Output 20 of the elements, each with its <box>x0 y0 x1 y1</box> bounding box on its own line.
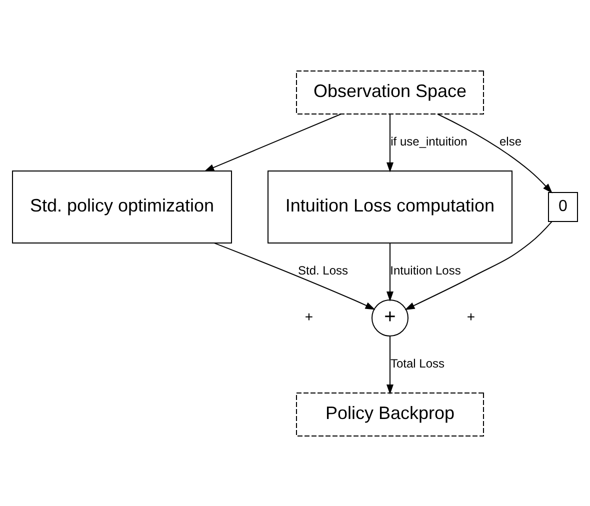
arrow <box>204 113 342 172</box>
edge-label: if use_intuition <box>390 134 468 148</box>
node-box: Observation Space <box>296 70 484 114</box>
node-box: Intuition Loss computation <box>268 170 512 243</box>
edge-label: else <box>499 134 522 148</box>
label: + <box>466 308 476 324</box>
label: + <box>304 308 314 324</box>
arrow <box>386 113 394 172</box>
arrow <box>386 242 394 301</box>
arrow <box>386 335 394 394</box>
edge-label: Total Loss <box>390 356 445 370</box>
arrow <box>214 242 376 310</box>
arrow <box>404 220 552 310</box>
edge-label: Intuition Loss <box>390 263 461 278</box>
node-box: Std. policy optimization <box>12 170 232 243</box>
arrow <box>437 113 552 193</box>
node-circle: + <box>372 299 408 336</box>
node-box: Policy Backprop <box>296 392 484 436</box>
edge-label: Std. Loss <box>298 263 348 278</box>
node-box: 0 <box>548 192 578 222</box>
